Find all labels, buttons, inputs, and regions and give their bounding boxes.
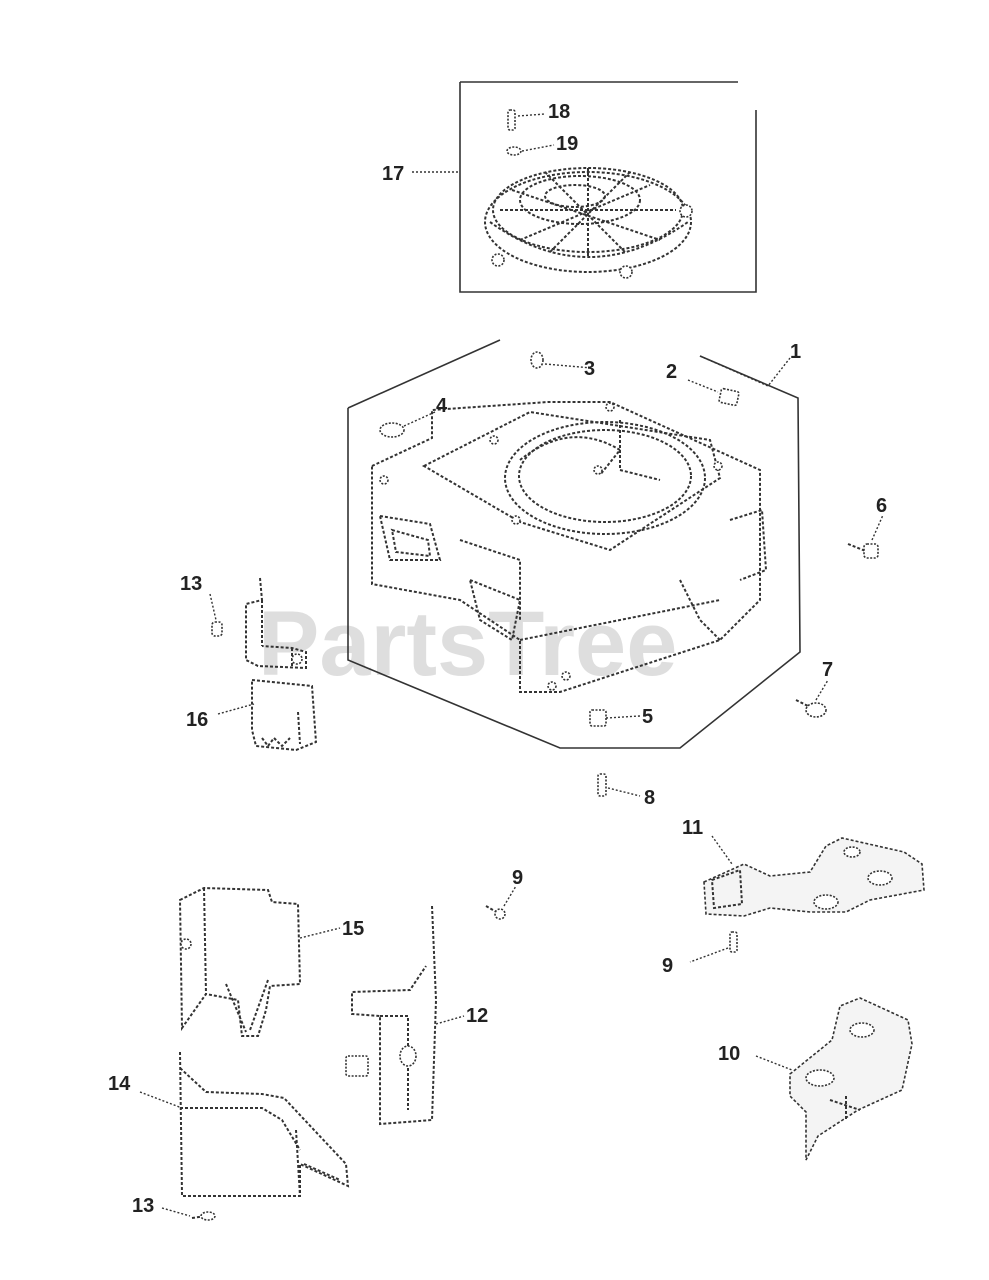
screw-18-icon: [507, 109, 516, 131]
callout-7[interactable]: 7: [822, 659, 833, 681]
callout-5[interactable]: 5: [642, 706, 653, 728]
callout-17[interactable]: 17: [382, 163, 404, 185]
bolt-9b-icon: [729, 931, 738, 953]
blower-housing[interactable]: [347, 339, 801, 749]
fan-screen-assembly[interactable]: [459, 81, 757, 293]
callout-13b[interactable]: 13: [132, 1195, 154, 1217]
callout-9b[interactable]: 9: [662, 955, 673, 977]
bracket-10[interactable]: [789, 997, 913, 1161]
screw-7-icon: [795, 699, 827, 718]
baffle-15[interactable]: [178, 886, 302, 1037]
callout-9a[interactable]: 9: [512, 867, 523, 889]
watermark-logo: PartsTree: [258, 593, 677, 695]
callout-11[interactable]: 11: [682, 817, 703, 839]
baffle-14[interactable]: [179, 1051, 350, 1197]
callout-2[interactable]: 2: [666, 361, 677, 383]
plug-4-icon: [379, 422, 405, 438]
callout-10[interactable]: 10: [718, 1043, 740, 1065]
screw-6-icon: [847, 543, 879, 559]
callout-3[interactable]: 3: [584, 358, 595, 380]
callout-8[interactable]: 8: [644, 787, 655, 809]
bolt-8-icon: [597, 773, 607, 797]
callout-4[interactable]: 4: [436, 395, 448, 417]
nut-5-icon: [589, 709, 607, 727]
screw-13b-icon: [191, 1211, 216, 1221]
washer-19-icon: [506, 146, 522, 156]
screw-13a-icon: [211, 621, 223, 637]
callout-15[interactable]: 15: [342, 918, 364, 940]
callout-13a[interactable]: 13: [180, 573, 202, 595]
callout-19[interactable]: 19: [556, 133, 578, 155]
baffle-12[interactable]: [345, 905, 438, 1126]
callout-16[interactable]: 16: [186, 709, 208, 731]
screw-3-icon: [530, 351, 544, 369]
callout-18[interactable]: 18: [548, 101, 570, 123]
bracket-11[interactable]: [703, 837, 925, 917]
bolt-9a-icon: [485, 905, 506, 920]
callout-14[interactable]: 14: [108, 1073, 131, 1095]
callout-12[interactable]: 12: [466, 1005, 488, 1027]
clip-2-icon: [718, 387, 740, 407]
callout-6[interactable]: 6: [876, 495, 887, 517]
baffle-16[interactable]: [245, 577, 318, 752]
callout-1[interactable]: 1: [790, 341, 801, 363]
